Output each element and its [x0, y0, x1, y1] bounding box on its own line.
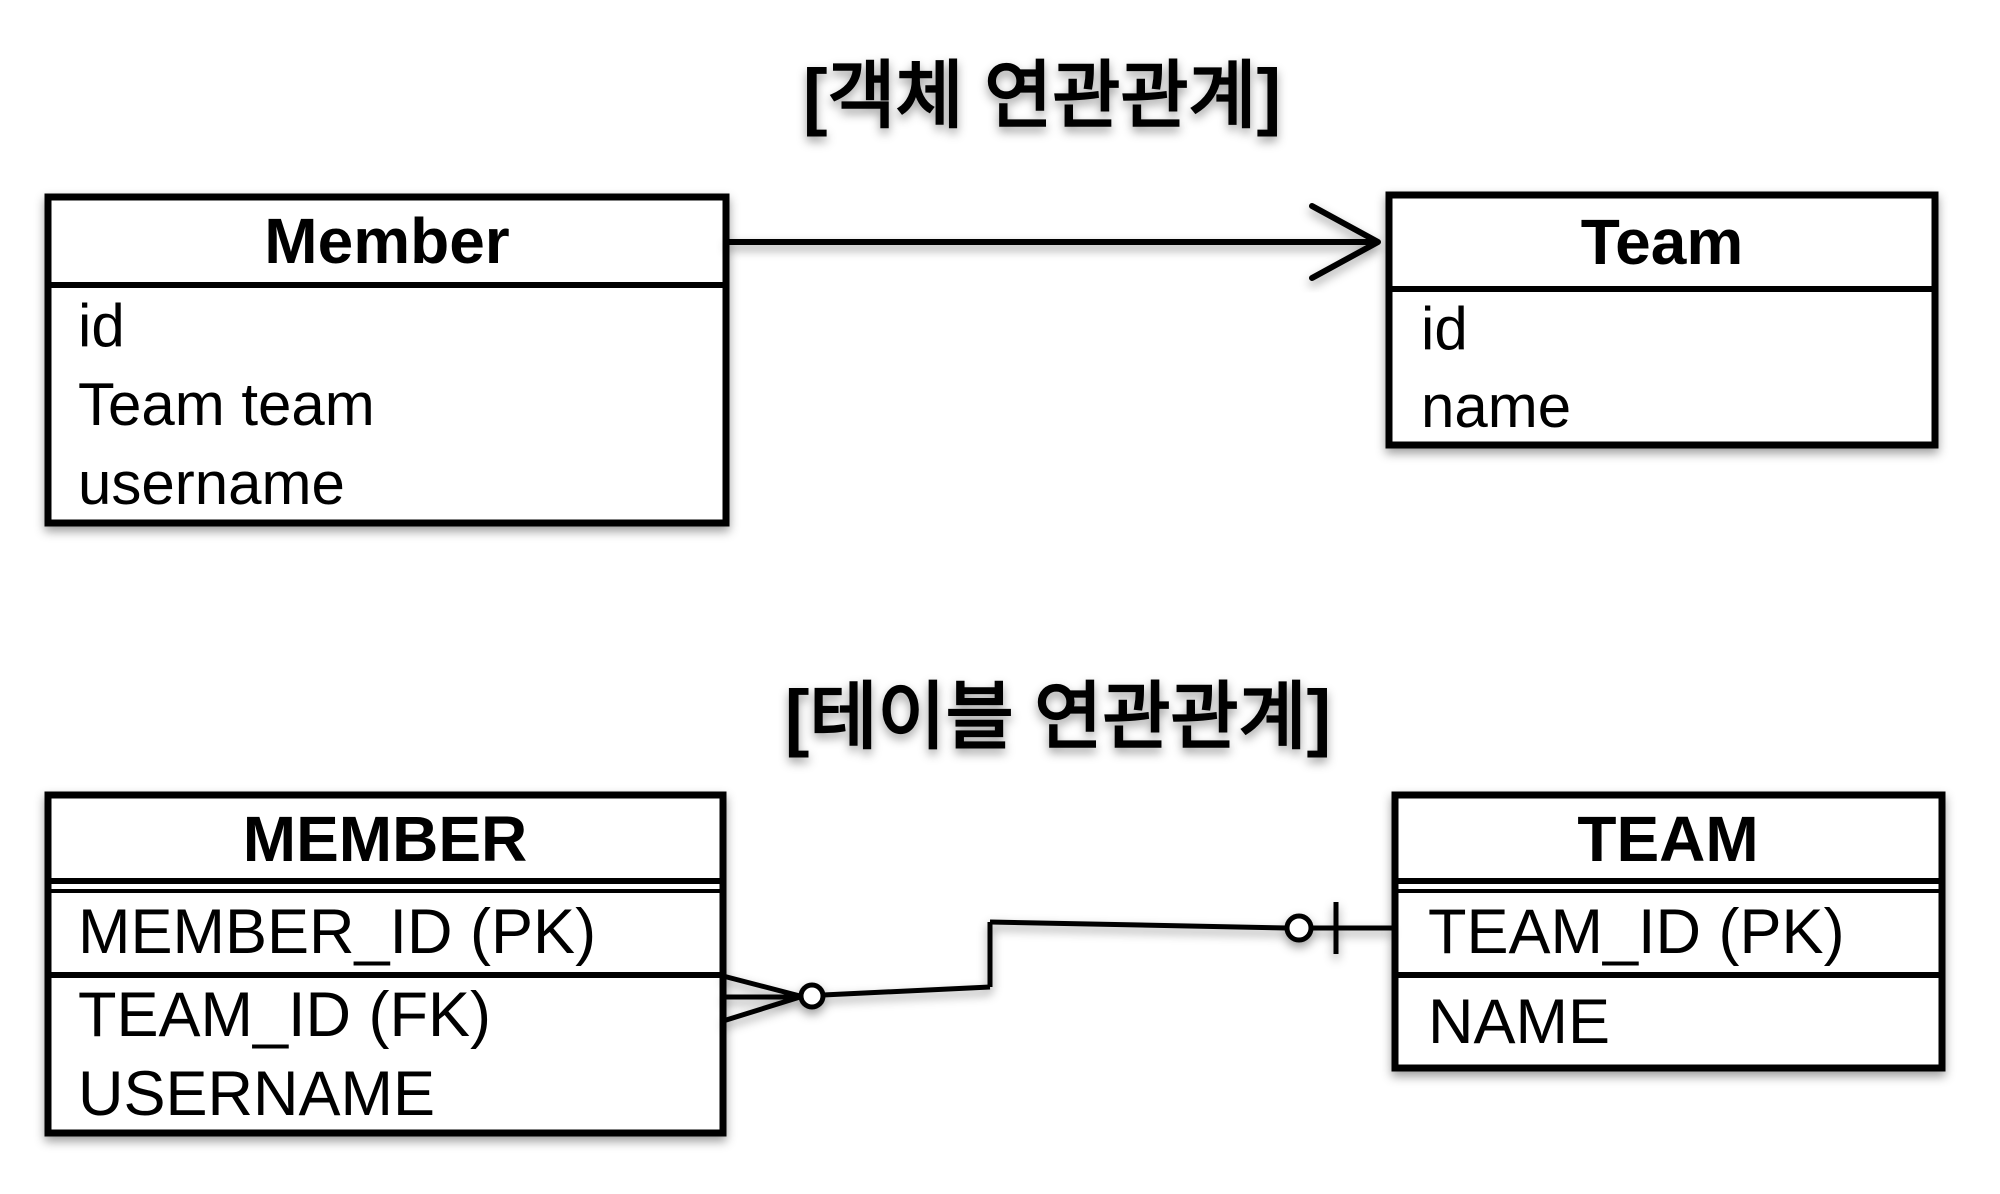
- connector-segment-left: [822, 984, 991, 998]
- team-class-field-id: id: [1421, 295, 1468, 362]
- member-class-field-team: Team team: [78, 371, 375, 438]
- member-table-rect: [44, 791, 727, 1137]
- member-table-col-username: USERNAME: [78, 1059, 435, 1129]
- crow-foot-prong-bottom: [722, 994, 801, 1024]
- member-to-team-arrow: [726, 203, 1381, 281]
- team-class-box: Team id name: [1385, 191, 1939, 449]
- team-table-title: TEAM: [1577, 803, 1758, 875]
- member-class-field-username: username: [78, 450, 345, 517]
- connector-segment-right: [989, 919, 1288, 931]
- team-class-title: Team: [1581, 206, 1743, 278]
- crow-foot-prong-top: [722, 973, 801, 999]
- member-table-col-member-id: MEMBER_ID (PK): [78, 897, 596, 967]
- zero-circle-icon: [1284, 913, 1314, 943]
- team-class-field-name: name: [1421, 373, 1571, 440]
- arrow-head-icon: [1309, 203, 1381, 281]
- object-diagram-section: [객체 연관관계] Member id Team team username T…: [44, 54, 1939, 527]
- team-table-col-team-id: TEAM_ID (PK): [1428, 897, 1845, 967]
- member-class-box: Member id Team team username: [44, 193, 730, 527]
- member-class-rect: [44, 193, 730, 527]
- member-class-field-id: id: [78, 292, 125, 359]
- member-class-title: Member: [264, 205, 509, 277]
- table-section-title: [테이블 연관관계]: [785, 675, 1331, 758]
- member-table-box: MEMBER MEMBER_ID (PK) TEAM_ID (FK) USERN…: [44, 791, 727, 1137]
- table-diagram-section: [테이블 연관관계] MEMBER MEMBER_ID (PK) TEAM_ID…: [44, 675, 1946, 1137]
- team-table-rect: [1391, 791, 1946, 1072]
- object-section-title: [객체 연관관계]: [803, 54, 1281, 137]
- member-table-col-team-id: TEAM_ID (FK): [78, 980, 491, 1050]
- member-team-relationship-connector: [722, 902, 1392, 1024]
- member-table-title: MEMBER: [243, 803, 527, 875]
- team-class-rect: [1385, 191, 1939, 449]
- team-table-col-name: NAME: [1428, 987, 1610, 1057]
- crow-foot-zero-circle-icon: [798, 982, 826, 1010]
- team-table-box: TEAM TEAM_ID (PK) NAME: [1391, 791, 1946, 1072]
